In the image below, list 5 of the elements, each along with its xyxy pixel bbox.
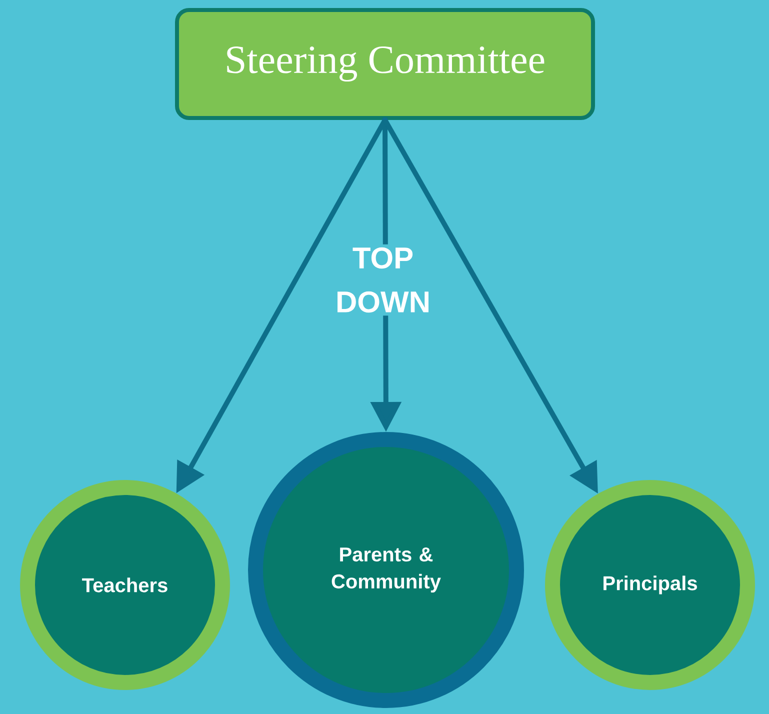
edge-label: TOP DOWN (320, 244, 446, 316)
title-box: Steering Committee (175, 8, 595, 120)
circle-node: Principals (545, 480, 755, 690)
circle-node: Parents & Community (248, 432, 524, 708)
circle-node: Teachers (20, 480, 230, 690)
